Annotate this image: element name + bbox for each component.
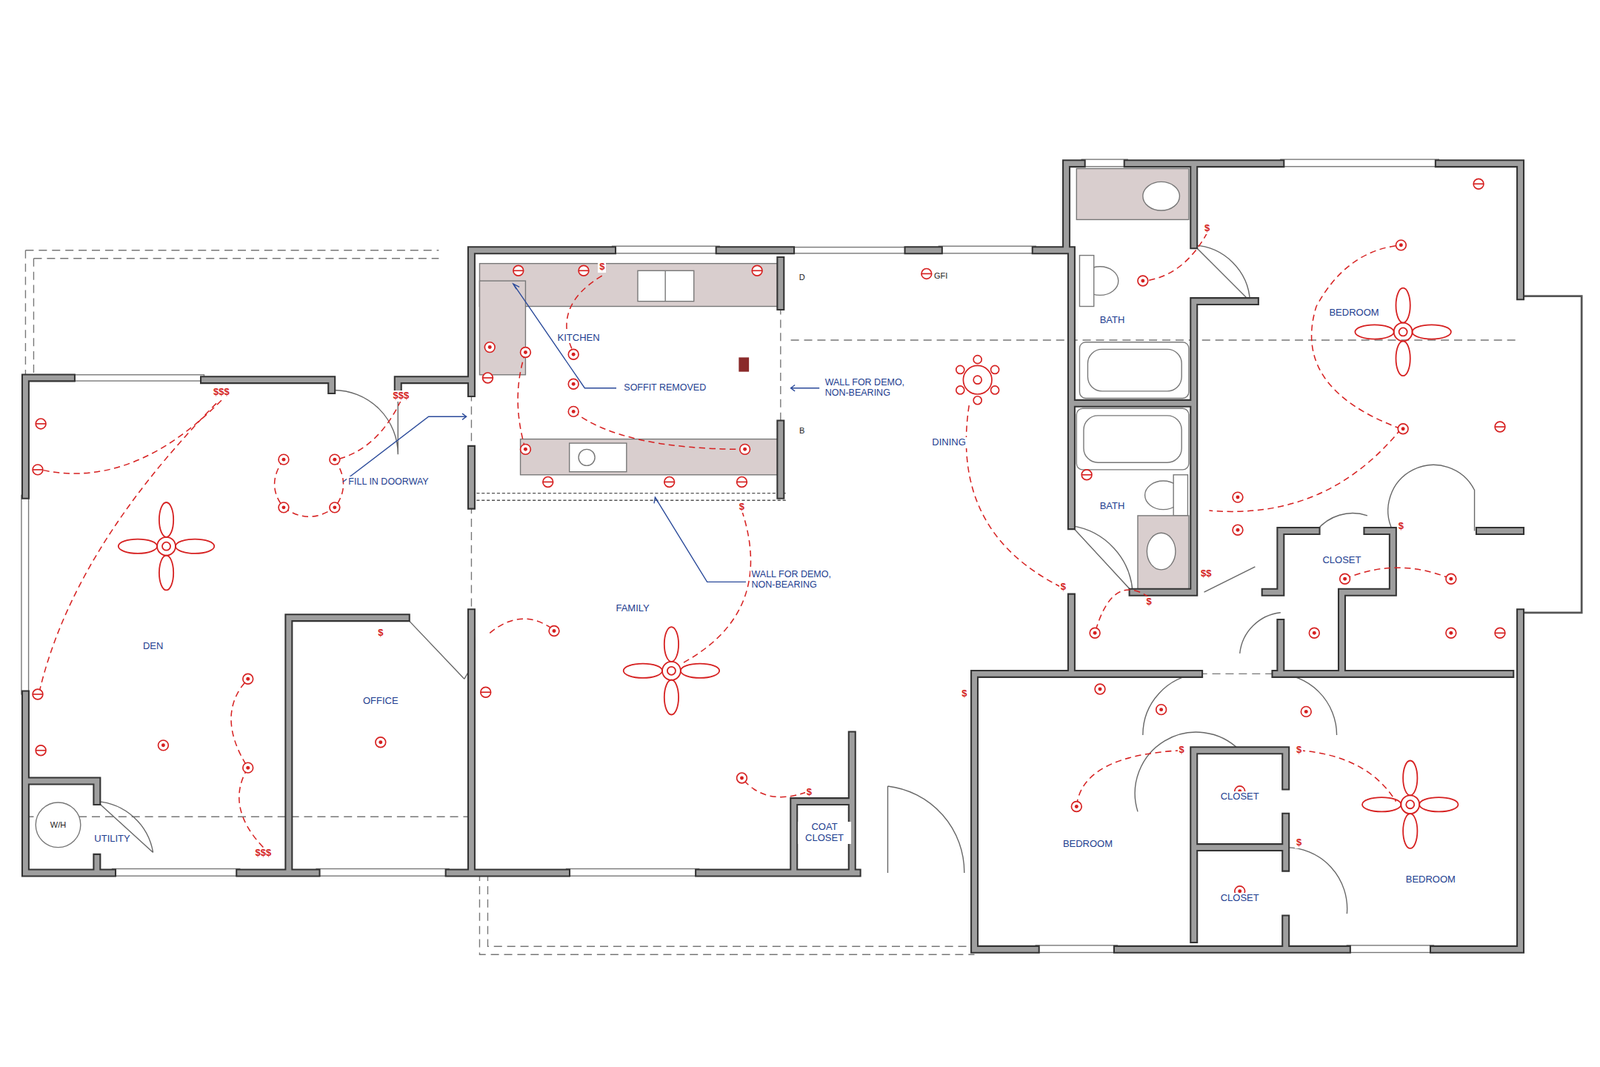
switch-symbol: $ (1294, 837, 1303, 849)
switch-symbol: $ (1177, 744, 1186, 756)
room-label: CLOSET (1219, 892, 1261, 904)
fixture-tag: B (797, 425, 806, 436)
switch-symbol: $ (376, 627, 385, 639)
fixture-tag: D (797, 272, 807, 283)
room-label: BEDROOM (1404, 874, 1458, 886)
switch-symbol: $ (1145, 596, 1154, 608)
room-label: KITCHEN (556, 332, 602, 344)
room-label: CLOSET (1219, 791, 1261, 803)
demo-note: WALL FOR DEMO, NON-BEARING (823, 377, 920, 399)
switch-symbol: $ (1059, 581, 1068, 593)
bath-fixtures (35, 168, 1189, 848)
room-label: DEN (141, 640, 165, 652)
demo-note: SOFFIT REMOVED (622, 382, 708, 393)
wall-outline (25, 163, 1520, 950)
demo-note: FILL IN DOORWAY (346, 476, 430, 487)
switch-symbol: $ (1397, 520, 1406, 532)
switch-symbol: $ (805, 786, 814, 798)
windows (21, 159, 1582, 952)
switch-symbol: $ (597, 261, 606, 273)
fixture-tag: W/H (48, 820, 68, 830)
chandelier (956, 355, 1000, 405)
switch-symbol: $$ (1199, 568, 1213, 580)
wall-fill (25, 163, 1520, 950)
room-label: BATH (1098, 500, 1127, 512)
room-label: FAMILY (614, 602, 651, 615)
demo-note: WALL FOR DEMO, NON-BEARING (750, 568, 846, 591)
kitchen-fixtures (471, 263, 786, 501)
room-label: CLOSET (1320, 554, 1363, 566)
outlets (32, 178, 1506, 755)
room-label: DINING (930, 437, 968, 449)
light-fixtures (118, 240, 1459, 897)
fixture-tag: GFI (932, 271, 949, 281)
room-label: OFFICE (361, 695, 400, 707)
room-label: UTILITY (92, 833, 132, 845)
room-label: BEDROOM (1327, 307, 1380, 319)
switch-symbol: $ (1294, 744, 1303, 756)
leader-lines (342, 283, 820, 582)
switch-symbol: $$$ (391, 390, 412, 402)
dashed-outlines (25, 250, 1520, 955)
room-label: COAT CLOSET (797, 821, 852, 844)
switch-symbol: $ (737, 501, 746, 513)
switch-symbol: $ (960, 688, 969, 700)
door-swings (97, 245, 1475, 914)
switch-symbol: $$$ (254, 847, 274, 859)
switch-symbol: $ (1202, 222, 1212, 235)
switch-wiring (38, 232, 1452, 847)
switch-symbol: $$$ (211, 386, 232, 398)
room-label: BEDROOM (1061, 838, 1115, 850)
room-label: BATH (1098, 314, 1127, 326)
